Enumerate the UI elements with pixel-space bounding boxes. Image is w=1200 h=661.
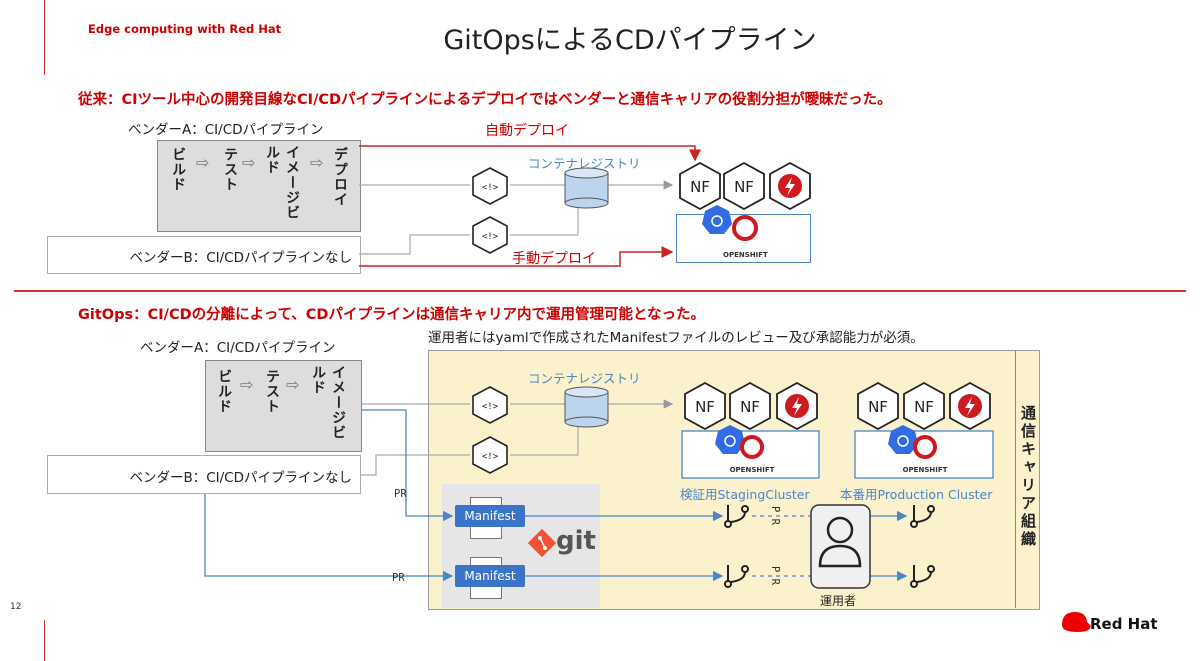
s2-line-e — [510, 425, 579, 456]
s2-staging-nf1-text: NF — [695, 398, 715, 416]
s1-nf2-text: NF — [734, 178, 754, 196]
s2-staging-nf2-text: NF — [740, 398, 760, 416]
svg-text:<!>: <!> — [482, 183, 499, 193]
branch-icon-4 — [910, 565, 935, 588]
s2-vendor-b-box: ベンダーB：CI/CDパイプラインなし — [47, 455, 361, 494]
s2-arrow-1: ⇨ — [240, 375, 254, 394]
s2-staging-kubernetes-icon — [715, 425, 745, 454]
pr-vertical-2: P R — [769, 566, 781, 585]
s2-line-d — [360, 454, 470, 476]
left-rule-top — [44, 0, 45, 75]
section-separator — [14, 290, 1186, 292]
pr-label-2: PR — [392, 572, 405, 584]
carrier-org-divider — [1015, 350, 1016, 608]
s1-kubernetes-icon — [702, 205, 732, 234]
s1-arrow-3: ⇨ — [310, 153, 324, 172]
svg-text:<!>: <!> — [482, 452, 499, 462]
s1-stage-build: ビルド — [170, 147, 186, 192]
s2-prod-openshift-text: OPENSHIFT — [903, 466, 948, 474]
s2-prod-lightning-hex-icon — [949, 381, 991, 431]
manifest-file-2[interactable]: Manifest — [455, 565, 525, 587]
s1-registry-database-icon — [564, 167, 609, 209]
s2-vendor-a-box: ビルド ⇨ テスト ⇨ イメージビルド — [205, 360, 362, 452]
s2-staging-openshift-text: OPENSHIFT — [730, 466, 775, 474]
s2-staging-lightning-hex-icon — [776, 381, 818, 431]
operator-person-icon — [810, 504, 871, 589]
s1-registry-label: コンテナレジストリ — [528, 156, 641, 171]
s2-pr-arrow-2 — [204, 493, 454, 582]
s1-stage-test: テスト — [222, 147, 238, 192]
s1-code-hex-icon-2: <!> — [472, 216, 508, 254]
s1-stage-deploy: デプロイ — [332, 147, 348, 207]
s1-auto-deploy-arrow — [359, 145, 701, 162]
svg-text:<!>: <!> — [482, 402, 499, 412]
s1-line-d — [359, 234, 470, 255]
git-logo-icon — [527, 528, 557, 558]
carrier-org-label: 通信キャリア組織 — [1019, 405, 1037, 549]
branch-icon-2 — [724, 565, 749, 588]
s1-auto-deploy-label: 自動デプロイ — [485, 123, 569, 139]
s2-staging-nf-hex-icon-2: NF — [729, 381, 771, 431]
s1-vendor-b-label: ベンダーB：CI/CDパイプラインなし — [129, 250, 352, 266]
s1-nf-hex-icon-2: NF — [723, 161, 765, 211]
s1-vendor-b-box: ベンダーB：CI/CDパイプラインなし — [47, 236, 361, 274]
s2-staging-openshift-icon — [740, 435, 764, 459]
page-number: 12 — [10, 602, 22, 612]
s2-prod-nf1-text: NF — [868, 398, 888, 416]
s2-prod-nf2-text: NF — [914, 398, 934, 416]
s2-arrow-2: ⇨ — [286, 375, 300, 394]
s1-manual-deploy-label: 手動デプロイ — [512, 251, 596, 267]
svg-text:<!>: <!> — [482, 232, 499, 242]
s2-prod-openshift-icon — [913, 435, 937, 459]
production-cluster-label: 本番用Production Cluster — [840, 487, 993, 502]
s1-manual-deploy-arrow — [359, 246, 674, 267]
s2-registry-label: コンテナレジストリ — [528, 371, 641, 386]
redhat-logo-icon — [1062, 612, 1091, 632]
staging-cluster-label: 検証用StagingCluster — [680, 487, 810, 502]
s2-vendor-a-label: ベンダーA：CI/CDパイプライン — [140, 340, 336, 356]
s2-prod-nf-hex-icon-2: NF — [903, 381, 945, 431]
s1-stage-image-build: イメージビルド — [264, 145, 300, 220]
pr-vertical-1: P R — [769, 506, 781, 525]
s1-nf1-text: NF — [690, 178, 710, 196]
s1-arrow-1: ⇨ — [196, 153, 210, 172]
s2-registry-database-icon — [564, 386, 609, 428]
branch-icon-1 — [724, 505, 749, 528]
s1-code-hex-icon-1: <!> — [472, 167, 508, 205]
section2-heading: GitOps：CI/CDの分離によって、CDパイプラインは通信キャリア内で運用管… — [78, 307, 706, 323]
git-wordmark: git — [556, 526, 596, 556]
s2-stage-image-build: イメージビルド — [310, 365, 346, 440]
s2-vendor-b-label: ベンダーB：CI/CDパイプラインなし — [129, 470, 352, 486]
s1-vendor-a-label: ベンダーA：CI/CDパイプライン — [128, 122, 324, 138]
s1-nf-hex-icon-1: NF — [679, 161, 721, 211]
s2-prod-kubernetes-icon — [888, 425, 918, 454]
s2-stage-build: ビルド — [216, 369, 232, 414]
page-title: GitOpsによるCDパイプライン — [443, 25, 817, 56]
s2-prod-nf-hex-icon-1: NF — [857, 381, 899, 431]
s2-pr-arrow-1 — [360, 409, 454, 522]
pr-label-1: PR — [394, 488, 407, 500]
redhat-wordmark: Red Hat — [1090, 615, 1158, 633]
s2-code-hex-icon-2: <!> — [472, 436, 508, 474]
section1-heading: 従来：CIツール中心の開発目線なCI/CDパイプラインによるデプロイではベンダー… — [78, 92, 892, 108]
s1-vendor-a-box: ビルド ⇨ テスト ⇨ イメージビルド ⇨ デプロイ — [157, 140, 361, 232]
s2-code-hex-icon-1: <!> — [472, 386, 508, 424]
manifest-file-1[interactable]: Manifest — [455, 505, 525, 527]
s1-openshift-icon — [732, 215, 758, 241]
s1-lightning-hex-icon — [769, 161, 811, 211]
left-rule-bottom — [44, 620, 45, 661]
s1-arrow-2: ⇨ — [242, 153, 256, 172]
brand-header: Edge computing with Red Hat — [88, 22, 282, 36]
operator-label: 運用者 — [820, 594, 857, 608]
s1-openshift-text: OPENSHIFT — [723, 251, 768, 259]
s2-staging-nf-hex-icon-1: NF — [684, 381, 726, 431]
s2-note: 運用者にはyamlで作成されたManifestファイルのレビュー及び承認能力が必… — [428, 330, 924, 346]
s2-stage-test: テスト — [264, 369, 280, 414]
branch-icon-3 — [910, 505, 935, 528]
